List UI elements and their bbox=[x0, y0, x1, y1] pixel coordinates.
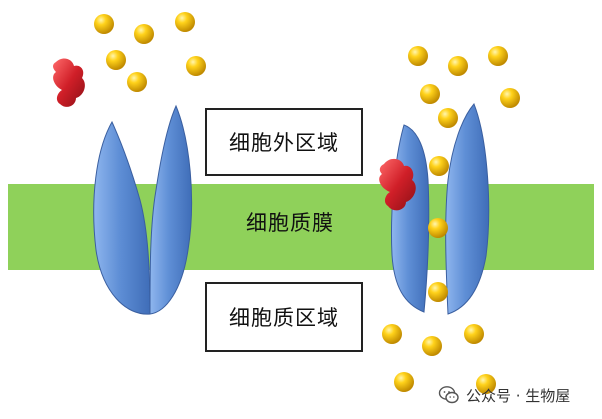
open-channel bbox=[391, 103, 490, 315]
solute-particle bbox=[408, 46, 428, 66]
free-ligand bbox=[53, 58, 85, 107]
solute-particle bbox=[134, 24, 154, 44]
solute-particle bbox=[382, 324, 402, 344]
solute-particle bbox=[476, 374, 496, 394]
closed-channel-left-lobe bbox=[93, 120, 151, 315]
solute-particle bbox=[429, 156, 449, 176]
solute-particle bbox=[127, 72, 147, 92]
closed-channel bbox=[93, 104, 193, 315]
solute-particles bbox=[94, 12, 520, 394]
solute-particle bbox=[428, 218, 448, 238]
extracellular-region-label: 细胞外区域 bbox=[205, 108, 363, 176]
closed-channel-right-lobe bbox=[149, 104, 193, 315]
solute-particle bbox=[106, 50, 126, 70]
watermark: 公众号 · 生物屋 bbox=[438, 380, 570, 410]
solute-particle bbox=[94, 14, 114, 34]
solute-particle bbox=[488, 46, 508, 66]
wechat-icon bbox=[438, 386, 459, 404]
open-channel-left-lobe bbox=[391, 124, 430, 313]
solute-particle bbox=[428, 282, 448, 302]
watermark-text: 公众号 · 生物屋 bbox=[466, 386, 571, 405]
solute-particle bbox=[420, 84, 440, 104]
solute-particle bbox=[186, 56, 206, 76]
bound-ligand bbox=[379, 158, 416, 211]
solute-particle bbox=[448, 56, 468, 76]
solute-particle bbox=[438, 108, 458, 128]
cytoplasmic-region-label: 细胞质区域 bbox=[205, 282, 363, 352]
open-channel-right-lobe bbox=[445, 103, 490, 315]
solute-particle bbox=[394, 372, 414, 392]
solute-particle bbox=[500, 88, 520, 108]
cell-membrane-label: 细胞质膜 bbox=[246, 211, 334, 235]
solute-particle bbox=[464, 324, 484, 344]
solute-particle bbox=[175, 12, 195, 32]
solute-particle bbox=[422, 336, 442, 356]
